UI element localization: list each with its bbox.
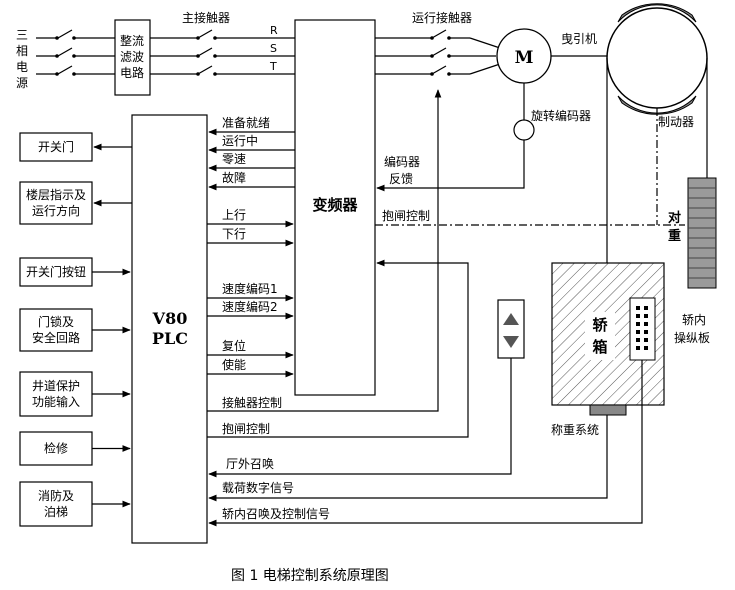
motor-label: M bbox=[515, 48, 534, 68]
plc-signal-label: 厅外召唤 bbox=[226, 457, 274, 471]
encoder-feedback-label: 反馈 bbox=[389, 172, 413, 186]
left-io-box bbox=[19, 308, 93, 352]
main-contactor-label: 主接触器 bbox=[182, 10, 230, 25]
plc-bottom-lines bbox=[207, 89, 643, 527]
phase-label: T bbox=[269, 60, 277, 73]
power-source-char: 相 bbox=[16, 44, 28, 58]
inverter-input-label: 使能 bbox=[222, 357, 246, 372]
car-label: 轿 bbox=[592, 316, 608, 334]
brake-shoe-top bbox=[617, 3, 697, 23]
inverter-label: 变频器 bbox=[312, 196, 358, 214]
left-io-box bbox=[19, 257, 93, 287]
left-io-box-label: 功能输入 bbox=[32, 394, 80, 409]
inverter-input-label: 上行 bbox=[222, 208, 246, 222]
power-source-label: 三 相 电 源 bbox=[16, 28, 28, 90]
run-contactor-label: 运行接触器 bbox=[412, 10, 472, 25]
inverter-input-label: 下行 bbox=[222, 227, 246, 241]
inverter-output-arrows bbox=[208, 128, 295, 191]
brake-control-label: 抱闸控制 bbox=[382, 208, 430, 223]
rotary-encoder-label: 旋转编码器 bbox=[531, 108, 591, 123]
run-contactor-switches bbox=[375, 29, 501, 75]
plc-signal-label: 轿内召唤及控制信号 bbox=[222, 506, 330, 521]
power-source-char: 源 bbox=[16, 76, 28, 90]
car-operating-panel bbox=[629, 297, 656, 361]
left-io-box-label: 安全回路 bbox=[32, 330, 80, 345]
inverter-output-label: 运行中 bbox=[222, 133, 258, 148]
car-panel-label: 操纵板 bbox=[674, 330, 710, 345]
phase-label: S bbox=[270, 42, 277, 55]
inverter-box bbox=[294, 19, 376, 396]
left-io-box-label: 泊梯 bbox=[44, 505, 68, 519]
car-panel-label: 轿内 bbox=[682, 312, 706, 327]
left-io-box bbox=[19, 431, 93, 466]
left-io-box-label: 开关门按钮 bbox=[26, 264, 86, 279]
rectifier-label: 整流 bbox=[120, 33, 144, 48]
up-arrow-icon bbox=[503, 313, 519, 325]
plc-signal-label: 抱闸控制 bbox=[222, 421, 270, 436]
encoder-feedback-label: 编码器 bbox=[384, 154, 420, 169]
left-io-box-label: 门锁及 bbox=[38, 314, 74, 329]
phase-label: R bbox=[270, 24, 278, 37]
plc-box bbox=[131, 114, 208, 544]
car-label: 箱 bbox=[592, 338, 607, 356]
figure-caption: 图 1 电梯控制系统原理图 bbox=[231, 568, 389, 584]
sheave-icon bbox=[606, 7, 708, 109]
left-io-box-label: 开关门 bbox=[38, 139, 74, 154]
rectifier-label: 滤波 bbox=[120, 50, 144, 64]
rotary-encoder-icon bbox=[513, 119, 535, 141]
left-io-box bbox=[19, 371, 93, 417]
hall-call-box bbox=[497, 299, 525, 359]
rectifier-box bbox=[114, 19, 151, 96]
brake-label: 制动器 bbox=[658, 115, 694, 129]
weighing-system-label: 称重系统 bbox=[551, 423, 599, 437]
left-io-box bbox=[19, 132, 93, 162]
left-io-box-label: 运行方向 bbox=[32, 203, 80, 218]
left-io-box-label: 楼层指示及 bbox=[26, 187, 86, 202]
traction-machine-label: 曳引机 bbox=[561, 32, 597, 46]
weighing-device bbox=[589, 404, 627, 416]
left-io-box bbox=[19, 181, 93, 225]
inverter-input-label: 复位 bbox=[222, 338, 246, 353]
left-io-box-label: 井道保护 bbox=[32, 379, 80, 393]
plc-signal-label: 接触器控制 bbox=[222, 395, 282, 410]
brake-shoe-bottom bbox=[617, 95, 697, 115]
power-source-char: 三 bbox=[16, 28, 28, 42]
inverter-output-label: 准备就绪 bbox=[222, 116, 270, 130]
inverter-output-label: 故障 bbox=[222, 170, 246, 185]
inverter-input-arrows bbox=[207, 220, 294, 378]
inverter-input-label: 速度编码2 bbox=[222, 299, 278, 314]
plc-label: V80 bbox=[152, 309, 188, 328]
plc-label: PLC bbox=[152, 329, 188, 348]
rectifier-label: 电路 bbox=[120, 65, 144, 80]
left-io-box-label: 检修 bbox=[44, 441, 68, 456]
main-contactor-switches bbox=[150, 29, 295, 75]
inverter-output-label: 零速 bbox=[222, 152, 246, 166]
left-io-box-label: 消防及 bbox=[38, 488, 74, 503]
counterweight-label: 重 bbox=[668, 228, 681, 244]
input-switches bbox=[36, 29, 115, 75]
counterweight-label: 对 bbox=[668, 210, 681, 226]
counterweight-box bbox=[687, 177, 717, 289]
left-io-box bbox=[19, 481, 93, 527]
plc-signal-label: 载荷数字信号 bbox=[222, 480, 294, 495]
down-arrow-icon bbox=[503, 336, 519, 348]
power-source-char: 电 bbox=[16, 60, 28, 74]
inverter-input-label: 速度编码1 bbox=[222, 281, 278, 296]
